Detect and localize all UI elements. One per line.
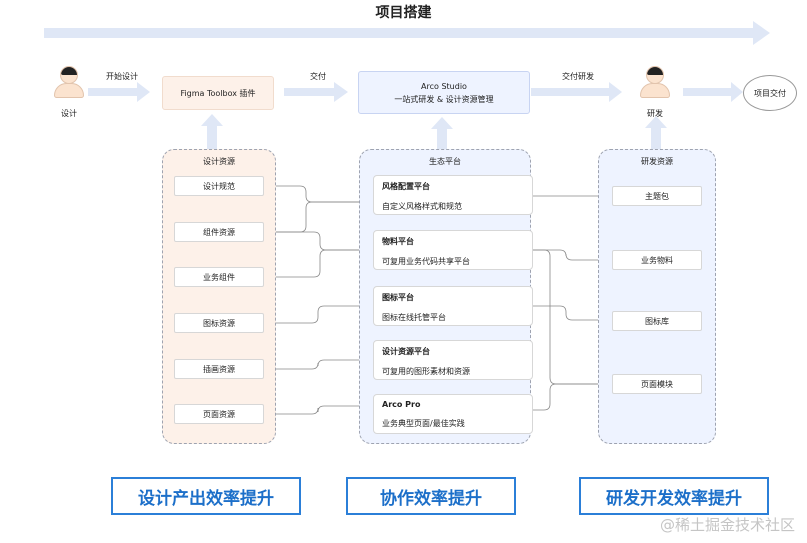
- flow-arrow-deliver-dev: [531, 82, 622, 102]
- deliver-dev-label: 交付研发: [562, 72, 594, 81]
- connector-icon-to-iconplat: [264, 303, 377, 324]
- project-progress-arrow: [44, 21, 770, 45]
- design-item: 页面资源: [174, 404, 264, 424]
- arco-studio-desc: 一站式研发 & 设计资源管理: [394, 94, 494, 104]
- developer-head-icon: [646, 66, 664, 84]
- dev-item: 图标库: [612, 311, 702, 331]
- platform-name: 设计资源平台: [382, 347, 430, 356]
- platform-card: Arco Pro 业务典型页面/最佳实践: [373, 394, 533, 434]
- platform-name: Arco Pro: [382, 400, 421, 409]
- design-item: 插画资源: [174, 359, 264, 379]
- dev-item: 主题包: [612, 186, 702, 206]
- designer-label: 设计: [61, 109, 77, 118]
- ecosystem-title: 生态平台: [429, 157, 461, 166]
- connector-iconplat-to-iconlib: [516, 305, 611, 323]
- design-item: 设计规范: [174, 176, 264, 196]
- watermark-text: @稀土掘金技术社区: [659, 516, 795, 534]
- platform-card: 物料平台 可复用业务代码共享平台: [373, 230, 533, 270]
- deliver-label: 交付: [310, 72, 326, 81]
- platform-desc: 可复用业务代码共享平台: [382, 257, 470, 266]
- tag-dev-efficiency: 研发开发效率提升: [579, 477, 769, 515]
- platform-desc: 可复用的图形素材和资源: [382, 367, 470, 376]
- connector-comp-to-material: [264, 231, 377, 253]
- connector-material-to-module: [516, 249, 611, 387]
- platform-name: 图标平台: [382, 293, 414, 302]
- dev-item: 页面模块: [612, 374, 702, 394]
- connector-illus-to-assets: [264, 357, 377, 370]
- diagram-title: 项目搭建: [375, 5, 432, 21]
- tag-collab-efficiency: 协作效率提升: [346, 477, 516, 515]
- project-delivery-node: 项目交付: [743, 75, 797, 111]
- platform-card: 设计资源平台 可复用的图形素材和资源: [373, 340, 533, 380]
- start-design-label: 开始设计: [106, 72, 138, 81]
- platform-name: 风格配置平台: [382, 182, 430, 191]
- design-item: 图标资源: [174, 313, 264, 333]
- designer-avatar: [51, 66, 87, 98]
- platform-desc: 自定义风格样式和规范: [382, 202, 462, 211]
- platform-desc: 业务典型页面/最佳实践: [382, 419, 465, 428]
- flow-arrow-start-design: [88, 82, 150, 102]
- figma-plugin-box: Figma Toolbox 插件: [162, 76, 274, 110]
- design-item: 业务组件: [174, 267, 264, 287]
- connector-spec-to-style: [264, 185, 377, 205]
- flow-arrow-deliver: [284, 82, 348, 102]
- arco-studio-box: Arco Studio 一站式研发 & 设计资源管理: [358, 71, 530, 114]
- up-arrow-eco: [431, 117, 453, 149]
- developer-label: 研发: [647, 109, 663, 118]
- connector-material-to-biz: [516, 249, 611, 263]
- platform-card: 风格配置平台 自定义风格样式和规范: [373, 175, 533, 215]
- connector-biz-to-material: [264, 247, 377, 278]
- platform-desc: 图标在线托管平台: [382, 313, 446, 322]
- platform-name: 物料平台: [382, 237, 414, 246]
- dev-item: 业务物料: [612, 250, 702, 270]
- up-arrow-design: [201, 114, 223, 149]
- flow-arrow-final: [683, 82, 743, 102]
- connector-pro-to-module: [516, 381, 611, 411]
- arco-studio-title: Arco Studio: [421, 81, 467, 91]
- up-arrow-dev: [645, 116, 667, 149]
- platform-card: 图标平台 图标在线托管平台: [373, 286, 533, 326]
- designer-head-icon: [60, 66, 78, 84]
- design-resources-title: 设计资源: [203, 157, 235, 166]
- dev-resources-title: 研发资源: [641, 157, 673, 166]
- developer-avatar: [637, 66, 673, 98]
- tag-design-efficiency: 设计产出效率提升: [111, 477, 301, 515]
- connector-page-to-pro: [264, 403, 377, 415]
- design-item: 组件资源: [174, 222, 264, 242]
- design-resources-group: 设计资源: [162, 149, 276, 444]
